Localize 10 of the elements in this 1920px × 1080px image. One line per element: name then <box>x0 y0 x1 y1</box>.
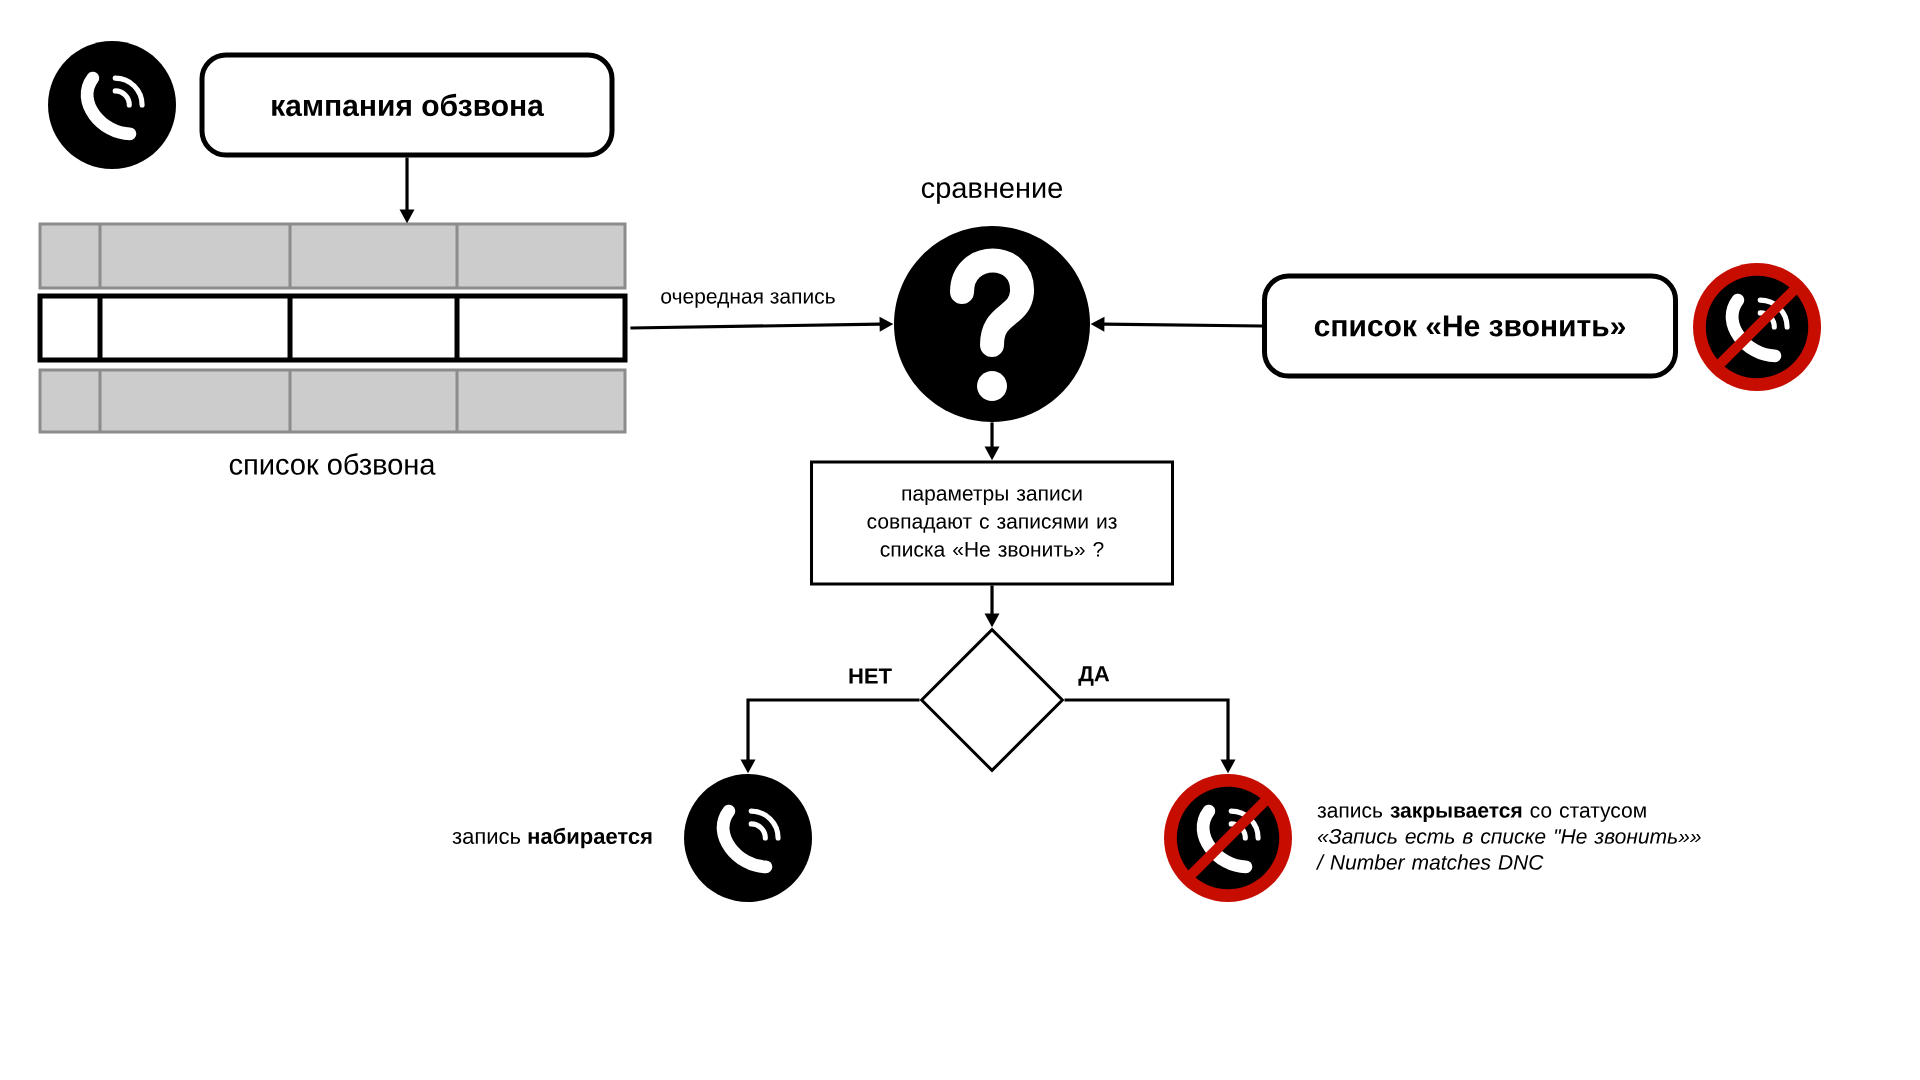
status-text: запись закрывается со статусом «Запись есть в списке "Не звонить»» / Number matches DNC <box>1315 806 1701 870</box>
circle-heading: сравнение <box>921 182 1062 204</box>
table-caption: список обзвона <box>229 453 436 475</box>
rounded-box: кампания обзвона <box>199 52 615 158</box>
question-box: параметры записи совпадают с записями из списка «Не звонить» ? <box>810 460 1174 586</box>
edge-label: НЕТ <box>846 666 894 686</box>
edge-label: очередная запись <box>658 290 838 310</box>
edge-label: ДА <box>1076 664 1112 688</box>
rounded-box: список «Не звонить» <box>1262 273 1678 379</box>
status-text: запись набирается <box>452 827 652 849</box>
